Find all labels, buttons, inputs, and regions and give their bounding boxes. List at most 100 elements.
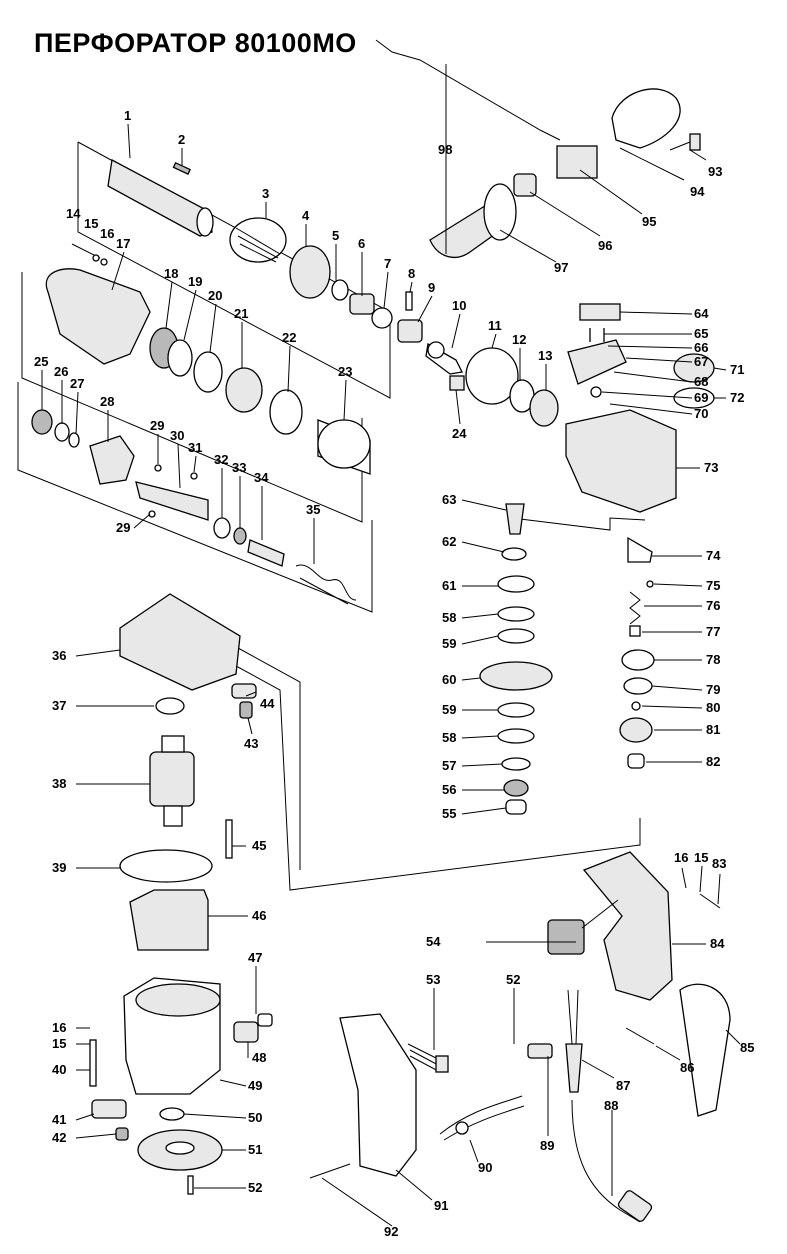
part-label-42: 42: [52, 1130, 66, 1145]
part-label-23: 23: [338, 364, 352, 379]
part-44-switch: [231, 683, 257, 699]
part-29b-ball: [148, 510, 156, 518]
part-label-98: 98: [438, 142, 452, 157]
part-13-nut: [529, 389, 559, 427]
part-label-32: 32: [214, 452, 228, 467]
part-89-clamp: [527, 1043, 553, 1059]
part-label-38: 38: [52, 776, 66, 791]
part-68-plate: [567, 339, 627, 385]
part-47-cap: [257, 1013, 273, 1027]
part-label-59-repeat: 59: [442, 702, 456, 717]
part-37-bearing: [155, 697, 185, 715]
part-25-seal: [31, 409, 53, 435]
part-97-flange: [483, 183, 517, 241]
part-label-46: 46: [252, 908, 266, 923]
part-label-1: 1: [124, 108, 131, 123]
part-label-33: 33: [232, 460, 246, 475]
part-82-bushing: [627, 753, 645, 769]
part-label-6: 6: [358, 236, 365, 251]
part-label-51: 51: [248, 1142, 262, 1157]
part-57-ring: [501, 757, 531, 771]
part-65-springs: [589, 328, 605, 342]
part-26-washer: [54, 422, 70, 442]
part-39-baffle: [119, 849, 213, 883]
part-label-81: 81: [706, 722, 720, 737]
part-label-8: 8: [408, 266, 415, 281]
part-label-78: 78: [706, 652, 720, 667]
part-93-bolt: [689, 133, 701, 151]
part-28-striker: [89, 435, 135, 485]
part-3-spring: [229, 217, 287, 263]
part-label-47: 47: [248, 950, 262, 965]
part-88-plug: [617, 1190, 653, 1222]
part-84-handle: [582, 851, 673, 1001]
part-label-19: 19: [188, 274, 202, 289]
handle-connector-2: [237, 647, 301, 870]
handle-connector: [224, 659, 641, 891]
part-79-circlip: [623, 677, 653, 695]
part-label-3: 3: [262, 186, 269, 201]
part-label-43: 43: [244, 736, 258, 751]
part-label-20: 20: [208, 288, 222, 303]
part-label-54: 54: [426, 934, 441, 949]
part-24-pin: [449, 375, 465, 391]
part-label-17: 17: [116, 236, 130, 251]
part-34-ram: [247, 539, 285, 567]
part-label-28: 28: [100, 394, 114, 409]
part-label-52: 52: [248, 1180, 262, 1195]
part-label-69: 69: [694, 390, 708, 405]
part-label-65: 65: [694, 326, 708, 341]
part-62-washer: [501, 547, 527, 561]
part-label-5: 5: [332, 228, 339, 243]
part-label-83: 83: [712, 856, 726, 871]
part-label-68: 68: [694, 374, 708, 389]
part-label-21: 21: [234, 306, 248, 321]
part-label-7: 7: [384, 256, 391, 271]
part-label-37: 37: [52, 698, 66, 713]
part-label-74: 74: [706, 548, 721, 563]
part-label-16-repeat: 16: [52, 1020, 66, 1035]
part-label-62: 62: [442, 534, 456, 549]
part-91-handle-half: [339, 1013, 417, 1177]
diagram-title: ПЕРФОРАТОР 80100МО: [34, 28, 357, 58]
part-30-piston: [135, 481, 209, 521]
part-label-59: 59: [442, 636, 456, 651]
part-43-knob: [239, 701, 253, 719]
part-label-55: 55: [442, 806, 456, 821]
part-6-sleeve: [349, 293, 375, 315]
part-label-39: 39: [52, 860, 66, 875]
part-label-60: 60: [442, 672, 456, 687]
part-58b-washer: [497, 728, 535, 744]
part-94-clamp: [611, 88, 681, 149]
part-48-brush-holder: [233, 1021, 259, 1043]
part-label-96: 96: [598, 238, 612, 253]
part-22-ring: [269, 389, 303, 435]
part-53-wires: [407, 1043, 441, 1073]
part-label-49: 49: [248, 1078, 262, 1093]
part-41-brush-holder: [91, 1099, 127, 1119]
part-87-cable-guard: [565, 1043, 583, 1093]
part-35-spring: [295, 564, 357, 605]
part-label-50: 50: [248, 1110, 262, 1125]
part-83-screw: [699, 893, 721, 909]
part-label-92: 92: [384, 1224, 398, 1239]
part-19-oring: [167, 339, 193, 377]
part-label-88: 88: [604, 1098, 618, 1113]
part-label-15-repeat: 15: [52, 1036, 66, 1051]
part-label-25: 25: [34, 354, 48, 369]
part-label-16: 16: [100, 226, 114, 241]
gearcase-connector: [511, 517, 646, 531]
part-label-4: 4: [302, 208, 310, 223]
part-label-53: 53: [426, 972, 440, 987]
part-label-76: 76: [706, 598, 720, 613]
part-42-cap: [115, 1127, 129, 1141]
part-label-15-handle: 15: [694, 850, 708, 865]
part-74-crank: [627, 536, 653, 563]
part-label-52-handle: 52: [506, 972, 520, 987]
part-88-cord: [571, 1099, 641, 1223]
part-label-85: 85: [740, 1040, 754, 1055]
part-label-45: 45: [252, 838, 266, 853]
part-label-86: 86: [680, 1060, 694, 1075]
part-69-oring: [590, 386, 602, 398]
part-75-ball: [646, 580, 654, 588]
